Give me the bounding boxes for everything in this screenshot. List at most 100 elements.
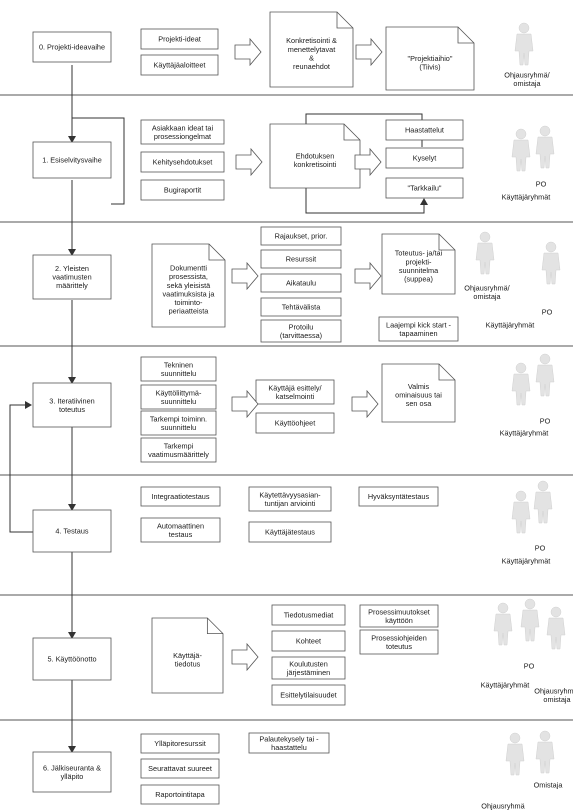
block-arrow (351, 389, 379, 419)
process-box (260, 226, 342, 246)
person-icon (514, 22, 534, 66)
phase-box (32, 254, 112, 300)
process-box (140, 784, 220, 805)
document-text: (Tiivis) (419, 62, 440, 71)
process-box (260, 319, 342, 343)
process-box (140, 517, 221, 543)
role-label: PO (542, 308, 553, 317)
box-text: "Tarkkailu" (408, 184, 442, 193)
loop-connector (305, 184, 428, 214)
document-text: suunnitelma (399, 266, 439, 275)
phase-box (32, 509, 112, 553)
person-icon (475, 231, 495, 275)
process-box (260, 297, 342, 317)
process-box (140, 486, 221, 507)
box-text: prosessiongelmat (154, 132, 211, 141)
phase-label: vaatimusten (52, 273, 91, 282)
box-text: Käytettävyysasian- (259, 490, 321, 499)
box-text: järjestäminen (286, 668, 330, 677)
process-box (140, 54, 219, 76)
box-text: Aikataulu (286, 279, 316, 288)
block-arrow (354, 261, 382, 291)
loop-connector (9, 401, 33, 533)
document-text: toiminto- (175, 298, 204, 307)
box-text: testaus (169, 530, 193, 539)
box-text: Käyttäjäaloitteet (154, 61, 206, 70)
box-text: Käyttäjätestaus (265, 528, 315, 537)
role-label: omistaja (543, 695, 571, 704)
role-label: Käyttäjäryhmät (502, 193, 551, 202)
role-label: PO (535, 544, 546, 553)
box-text: Hyväksyntätestaus (368, 492, 430, 501)
shape-layer (32, 11, 566, 805)
process-box (358, 486, 439, 507)
process-box (260, 273, 342, 293)
block-arrow (355, 37, 383, 67)
process-box (359, 629, 439, 655)
document-text: reunaehdot (293, 62, 330, 71)
phase-box (32, 31, 112, 63)
box-text: Palautekysely tai - (259, 734, 319, 743)
box-text: Protoilu (289, 322, 314, 331)
box-text: tuntijan arviointi (265, 499, 316, 508)
block-arrow (354, 147, 382, 177)
document-shape (151, 243, 226, 328)
box-text: Integraatiotestaus (151, 492, 209, 501)
document-text: tiedotus (175, 659, 201, 668)
document-text: sen osa (406, 399, 432, 408)
person-icon (535, 125, 555, 169)
phase-label: toteutus (59, 405, 85, 414)
box-text: Tarkempi toiminn. (150, 414, 207, 423)
process-box (385, 147, 464, 169)
box-text: Käyttöohjeet (275, 419, 316, 428)
document-text: vaatimuksista ja (163, 289, 216, 298)
process-box (140, 437, 217, 463)
box-text: toteutus (386, 642, 412, 651)
process-box (248, 521, 332, 543)
person-icon (541, 241, 561, 285)
role-label: omistaja (513, 79, 541, 88)
role-label: Ohjausryhmä (481, 802, 525, 811)
process-box (140, 119, 225, 145)
process-box (271, 684, 346, 706)
box-text: Koulutusten (289, 659, 328, 668)
document-text: Käyttäjä- (173, 651, 202, 660)
process-box (140, 758, 220, 779)
process-box (140, 151, 225, 173)
box-text: Haastattelut (405, 126, 444, 135)
phase-label: 5. Käyttöönotto (47, 655, 96, 664)
process-box (248, 732, 330, 754)
process-box (260, 249, 342, 269)
process-box (385, 119, 464, 141)
document-shape (269, 11, 354, 88)
box-text: suunnittelu (161, 397, 196, 406)
phase-label: 6. Jälkiseuranta & (43, 763, 101, 772)
process-box (140, 179, 225, 201)
process-box (140, 356, 217, 382)
person-icon (511, 490, 531, 534)
process-box (255, 412, 335, 434)
box-text: Tarkempi (164, 441, 194, 450)
phase-label: 1. Esiselvitysvaihe (42, 156, 102, 165)
box-text: haastattelu (271, 743, 307, 752)
phase-box (32, 382, 112, 428)
person-icon (511, 362, 531, 406)
block-arrow (231, 642, 259, 672)
role-label: Käyttäjäryhmät (481, 681, 530, 690)
process-box (140, 384, 217, 410)
box-text: Prosessimuutokset (368, 607, 430, 616)
box-text: Bugiraportit (164, 186, 201, 195)
role-label: Käyttäjäryhmät (486, 321, 535, 330)
phase-label: 0. Projekti-ideavaihe (39, 43, 105, 52)
box-text: Projekti-ideat (158, 35, 201, 44)
box-text: Kohteet (296, 637, 321, 646)
document-text: Konkretisointi & (286, 36, 337, 45)
document-text: ominaisuus tai (395, 391, 442, 400)
person-icon (511, 128, 531, 172)
process-box (378, 316, 459, 342)
phase-label: ylläpito (61, 772, 84, 781)
loop-connector (72, 117, 125, 205)
phase-label: 2. Yleisten (55, 264, 89, 273)
box-text: Kehitysehdotukset (153, 158, 213, 167)
document-text: Dokumentti (170, 264, 207, 273)
